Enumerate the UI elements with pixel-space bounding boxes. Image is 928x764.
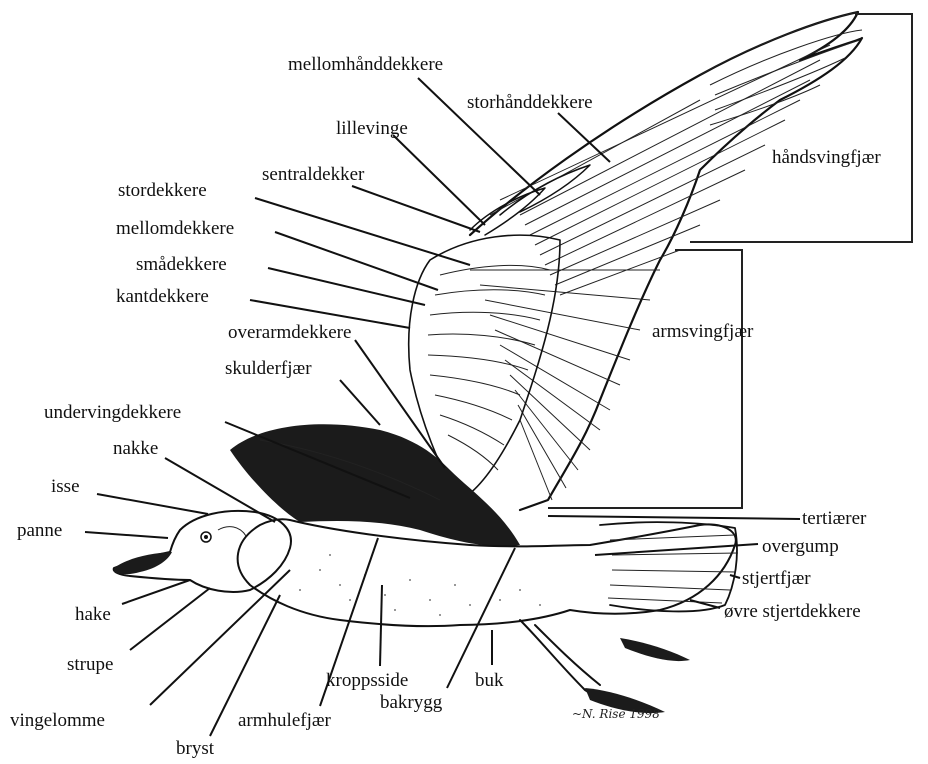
label-armsvingfjaer: armsvingfjær <box>652 321 754 342</box>
leader-lines <box>85 78 800 736</box>
label-buk: buk <box>475 670 504 691</box>
label-undervingdekkere: undervingdekkere <box>44 402 181 423</box>
label-skulderfjaer: skulderfjær <box>225 358 312 379</box>
secondaries-lines <box>470 270 660 500</box>
label-sentraldekker: sentraldekker <box>262 164 365 185</box>
label-kantdekkere: kantdekkere <box>116 286 209 307</box>
primaries-lines <box>490 45 830 295</box>
label-hake: hake <box>75 604 111 625</box>
label-mellomhanddekkere: mellomhånddekkere <box>288 54 443 75</box>
body-stipple <box>299 554 541 616</box>
label-stjertfjaer: stjertfjær <box>742 568 811 589</box>
label-nakke: nakke <box>113 438 158 459</box>
label-panne: panne <box>17 520 62 541</box>
artist-signature: ~N. Rise 1998 <box>572 707 660 721</box>
label-kroppsside: kroppsside <box>326 670 408 691</box>
label-storhanddekkere: storhånddekkere <box>467 92 593 113</box>
label-vingelomme: vingelomme <box>10 710 105 731</box>
label-mellomdekkere: mellomdekkere <box>116 218 234 239</box>
label-smadekkere: smådekkere <box>136 254 227 275</box>
label-ovre-stjertdekkere: øvre stjertdekkere <box>724 601 861 622</box>
label-armhulefjaer: armhulefjær <box>238 710 332 731</box>
bracket-handsvingfjaer <box>690 14 912 242</box>
label-lillevinge: lillevinge <box>336 118 408 139</box>
brackets <box>548 14 912 508</box>
label-tertiaerer: tertiærer <box>802 508 867 529</box>
label-overgump: overgump <box>762 536 839 557</box>
label-handsvingfjaer: håndsvingfjær <box>772 147 881 168</box>
label-bryst: bryst <box>176 738 215 759</box>
label-overarmdekkere: overarmdekkere <box>228 322 351 343</box>
label-stordekkere: stordekkere <box>118 180 207 201</box>
labels: mellomhånddekkere storhånddekkere lillev… <box>10 54 881 759</box>
label-strupe: strupe <box>67 654 113 675</box>
label-isse: isse <box>51 476 80 497</box>
label-bakrygg: bakrygg <box>380 692 443 713</box>
